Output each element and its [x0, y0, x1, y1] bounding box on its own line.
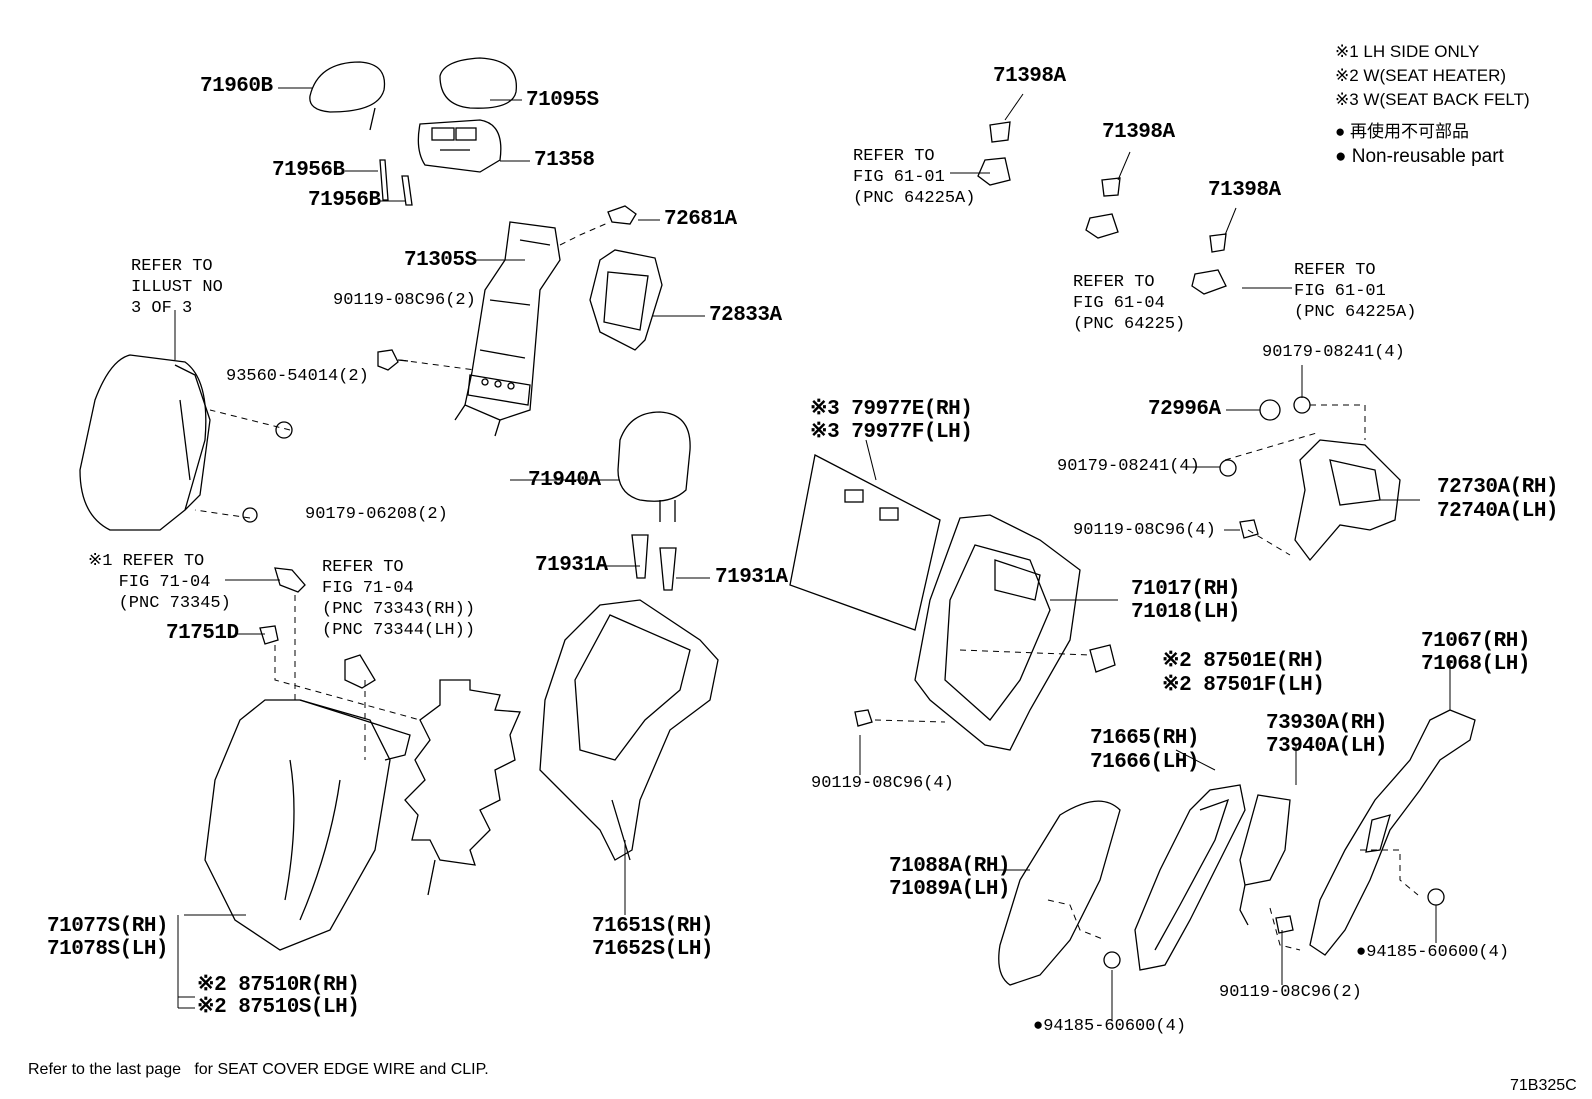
label-94185-60600-right: ●94185-60600(4): [1356, 943, 1510, 962]
label-71940a: 71940A: [528, 469, 601, 492]
label-71398a-1: 71398A: [993, 65, 1066, 88]
label-72681a: 72681A: [664, 208, 737, 231]
label-90179-06208: 90179-06208(2): [305, 505, 448, 524]
label-refer-fig-71-04-a: ※1 REFER TO FIG 71-04 (PNC 73345): [88, 552, 231, 613]
seatback-pad-71651s-shape: [539, 599, 719, 861]
bracket-73343-shape: [344, 654, 376, 689]
footer-note: Refer to the last page for SEAT COVER ED…: [28, 1061, 489, 1078]
label-87510r-87510s: ※2 87510R(RH) ※2 87510S(LH): [197, 974, 360, 1019]
label-90119-08c96-4-right: 90119-08C96(4): [1073, 521, 1216, 540]
frame-side-71067-shape: [1309, 709, 1476, 956]
label-refer-fig-71-04-b: REFER TO FIG 71-04 (PNC 73343(RH)) (PNC …: [322, 558, 476, 640]
label-71077s-71078s: 71077S(RH) 71078S(LH): [47, 915, 169, 961]
label-71398a-2: 71398A: [1102, 121, 1175, 144]
bolt-90119-bottom-shape: [854, 709, 873, 727]
dashed-lines: [194, 221, 1419, 951]
frame-71017-shape: [914, 514, 1081, 751]
nut-90179-08241-a-shape: [1293, 396, 1311, 414]
bracket-71398a-2-lower: [1085, 213, 1119, 239]
label-90119-08c96-2-bottom: 90119-08C96(2): [1219, 983, 1362, 1002]
clip-71751d-shape: [259, 625, 279, 645]
label-71751d: 71751D: [166, 622, 239, 645]
label-72996a: 72996A: [1148, 398, 1221, 421]
label-71956b-2: 71956B: [308, 189, 381, 212]
headrest-71095s-shape: [439, 57, 517, 109]
figure-code: 71B325C: [1510, 1077, 1577, 1094]
legend-note-3: ※3 W(SEAT BACK FELT): [1335, 90, 1530, 109]
label-refer-fig-61-01-a: REFER TO FIG 61-01 (PNC 64225A): [853, 147, 976, 208]
label-71665-71666: 71665(RH) 71666(LH): [1090, 727, 1199, 774]
bracket-71398a-3-shape: [1209, 233, 1227, 253]
frame-71305s-shape: [454, 221, 561, 437]
label-90119-08c96-2-top: 90119-08C96(2): [333, 291, 476, 310]
label-93560-54014: 93560-54014(2): [226, 367, 369, 386]
guides-71931a-shape: [631, 534, 677, 591]
label-71956b-1: 71956B: [272, 159, 345, 182]
label-refer-fig-61-01-b: REFER TO FIG 61-01 (PNC 64225A): [1294, 261, 1417, 322]
cap-72996a-shape: [1259, 399, 1281, 421]
label-71017-71018: 71017(RH) 71018(LH): [1131, 578, 1240, 624]
nut-90179-08241-b-shape: [1219, 459, 1237, 477]
label-71931a-2: 71931A: [715, 566, 788, 589]
label-71095s: 71095S: [526, 89, 599, 112]
label-refer-fig-61-04: REFER TO FIG 61-04 (PNC 64225): [1073, 273, 1186, 334]
frame-72833a-shape: [589, 249, 663, 351]
label-72730a-72740a: 72730A(RH) 72740A(LH): [1437, 476, 1559, 523]
leader-lines: [174, 87, 1451, 1020]
headrest-71940a-shape: [617, 411, 691, 522]
lock-72730a-shape: [1294, 439, 1401, 562]
label-73930a-73940a: 73930A(RH) 73940A(LH): [1266, 712, 1388, 758]
cupholder-71358-shape: [417, 119, 502, 173]
label-71088a-71089a: 71088A(RH) 71089A(LH): [889, 855, 1011, 901]
label-90179-08241-b: 90179-08241(4): [1057, 457, 1200, 476]
label-71067-71068: 71067(RH) 71068(LH): [1421, 630, 1530, 676]
legend-note-2: ※2 W(SEAT HEATER): [1335, 66, 1507, 85]
label-71358: 71358: [534, 149, 595, 172]
label-90179-08241-a: 90179-08241(4): [1262, 343, 1405, 362]
bracket-71398a-1-shape: [989, 121, 1011, 143]
legend-nonreusable-jp: ● 再使用不可部品: [1335, 122, 1469, 141]
heater-87510-shape: [404, 679, 521, 896]
label-94185-60600-bottom: ●94185-60600(4): [1033, 1017, 1187, 1036]
clip-93560-shape: [275, 421, 293, 439]
label-90119-08c96-4-bottom: 90119-08C96(4): [811, 774, 954, 793]
nut-94185-bottom-shape: [1103, 951, 1121, 969]
label-71651s-71652s: 71651S(RH) 71652S(LH): [592, 915, 714, 961]
heater-87501-shape: [1089, 644, 1116, 673]
side-pad-71088a-shape: [998, 800, 1121, 986]
seatback-cover-left-shape: [79, 354, 211, 531]
label-72833a: 72833A: [709, 304, 782, 327]
bolt-90119-right-shape: [1239, 519, 1259, 539]
label-71305s: 71305S: [404, 249, 477, 272]
legend-nonreusable-en: ● Non-reusable part: [1335, 146, 1504, 167]
label-87501e-87501f: ※2 87501E(RH) ※2 87501F(LH): [1162, 650, 1325, 697]
felt-79977-shape: [789, 454, 941, 631]
seatback-cover-71077s-shape: [204, 699, 411, 951]
bolt-90119-2-bottom-shape: [1275, 915, 1294, 934]
bracket-71398a-1-lower: [977, 157, 1011, 186]
bracket-71398a-2-shape: [1101, 177, 1121, 197]
side-pad-71665-shape: [1134, 784, 1246, 971]
label-71398a-3: 71398A: [1208, 179, 1281, 202]
label-79977e-79977f: ※3 79977E(RH) ※3 79977F(LH): [810, 398, 973, 444]
bracket-71398a-3-lower: [1191, 269, 1227, 295]
bolt-top-shape: [377, 349, 409, 371]
headrest-71960b-shape: [309, 61, 386, 131]
label-71931a-1: 71931A: [535, 554, 608, 577]
bracket-73345-shape: [274, 567, 306, 593]
airbag-73930a-shape: [1239, 794, 1291, 926]
clip-72681a-shape: [607, 205, 637, 225]
nut-90179-06208-shape: [242, 507, 258, 523]
legend-note-1: ※1 LH SIDE ONLY: [1335, 42, 1480, 61]
label-71960b: 71960B: [200, 75, 273, 98]
pins-71956b-shape: [379, 159, 413, 206]
label-refer-illust: REFER TO ILLUST NO 3 OF 3: [131, 257, 223, 318]
nut-94185-right-shape: [1427, 888, 1445, 906]
